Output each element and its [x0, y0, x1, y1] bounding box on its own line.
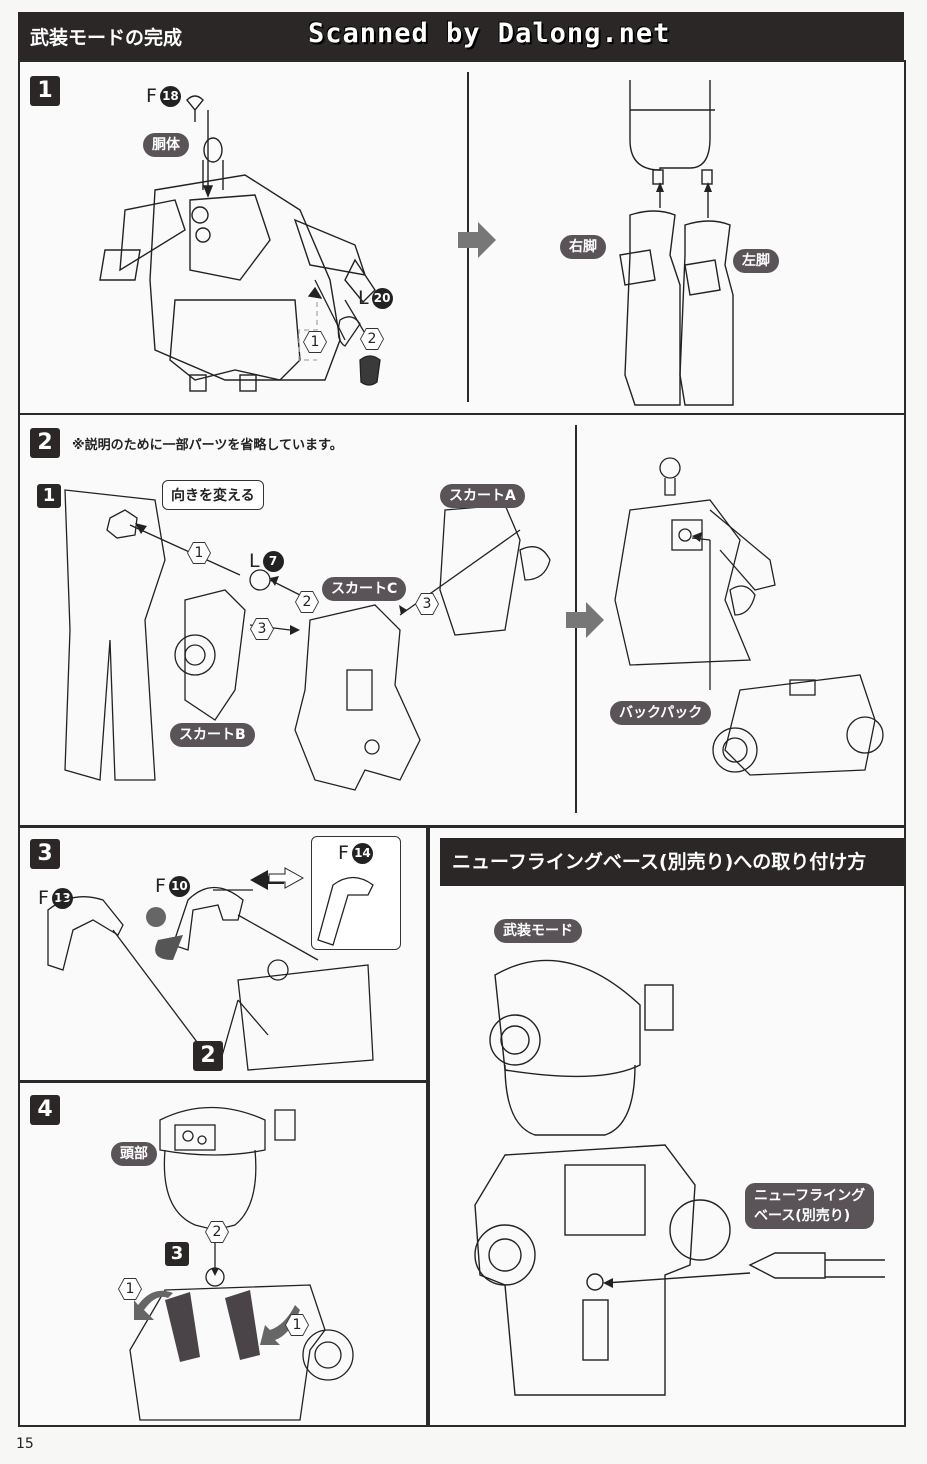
page-header: 武装モードの完成 Scanned by Dalong.net — [18, 12, 904, 60]
step3-part-f14: F 14 — [338, 842, 373, 864]
step4-order-hex-2: 2 — [205, 1221, 229, 1243]
step2-order-hex-3b: 3 — [415, 593, 439, 615]
step4-ref-step-3: 3 — [165, 1242, 189, 1266]
step2-number: 2 — [30, 428, 60, 458]
torso-illustration — [99, 95, 381, 392]
scanner-watermark: Scanned by Dalong.net — [308, 18, 671, 49]
step2-order-hex-2: 2 — [295, 591, 319, 613]
step4-order-hex-1a: 1 — [118, 1278, 142, 1300]
next-arrow-icon — [566, 602, 604, 638]
armor-parts-illustration — [47, 867, 374, 1071]
step2-part-l7: L 7 — [249, 550, 284, 572]
step1-part-f18: F 18 — [146, 85, 181, 107]
flying-base-title: ニューフライングベース(別売り)への取り付け方 — [440, 838, 904, 886]
step2-order-hex-3a: 3 — [250, 618, 274, 640]
flying-base-illustration — [474, 959, 885, 1396]
step3-number: 3 — [30, 839, 60, 869]
step1-number: 1 — [30, 76, 60, 106]
step2-order-hex-1: 1 — [187, 542, 211, 564]
step3-part-f10: F 10 — [155, 875, 190, 897]
head-attach-illustration — [129, 1106, 354, 1421]
skirt-b-label: スカートB — [170, 723, 255, 747]
page-number: 15 — [16, 1436, 34, 1452]
page-title: 武装モードの完成 — [30, 27, 183, 49]
head-label: 頭部 — [111, 1142, 157, 1166]
order-hex-1: 1 — [303, 331, 327, 353]
torso-label: 胴体 — [143, 133, 189, 157]
flying-base-label: ニューフライング ベース(別売り) — [745, 1183, 875, 1229]
step4-panel — [18, 1081, 428, 1427]
backpack-assembly-illustration — [614, 457, 884, 776]
step3-ref-step-2: 2 — [193, 1041, 223, 1071]
backpack-label: バックパック — [610, 701, 712, 725]
step2-note: ※説明のために一部パーツを省略しています。 — [72, 438, 343, 453]
next-arrow-icon — [458, 222, 496, 258]
turn-direction-callout: 向きを変える — [162, 480, 264, 510]
left-leg-label: 左脚 — [733, 249, 779, 273]
skirt-c-label: スカートC — [322, 577, 407, 601]
skirt-a-label: スカートA — [440, 484, 525, 508]
step4-order-hex-1b: 1 — [285, 1314, 309, 1336]
right-leg-label: 右脚 — [560, 235, 606, 259]
armed-mode-label: 武装モード — [494, 919, 582, 943]
step4-number: 4 — [30, 1095, 60, 1125]
step1-part-l20: L 20 — [358, 287, 393, 309]
step2-substep-number: 1 — [37, 484, 61, 508]
skirt-assembly-illustration — [64, 489, 551, 791]
legs-illustration — [619, 80, 734, 406]
order-hex-2: 2 — [360, 328, 384, 350]
